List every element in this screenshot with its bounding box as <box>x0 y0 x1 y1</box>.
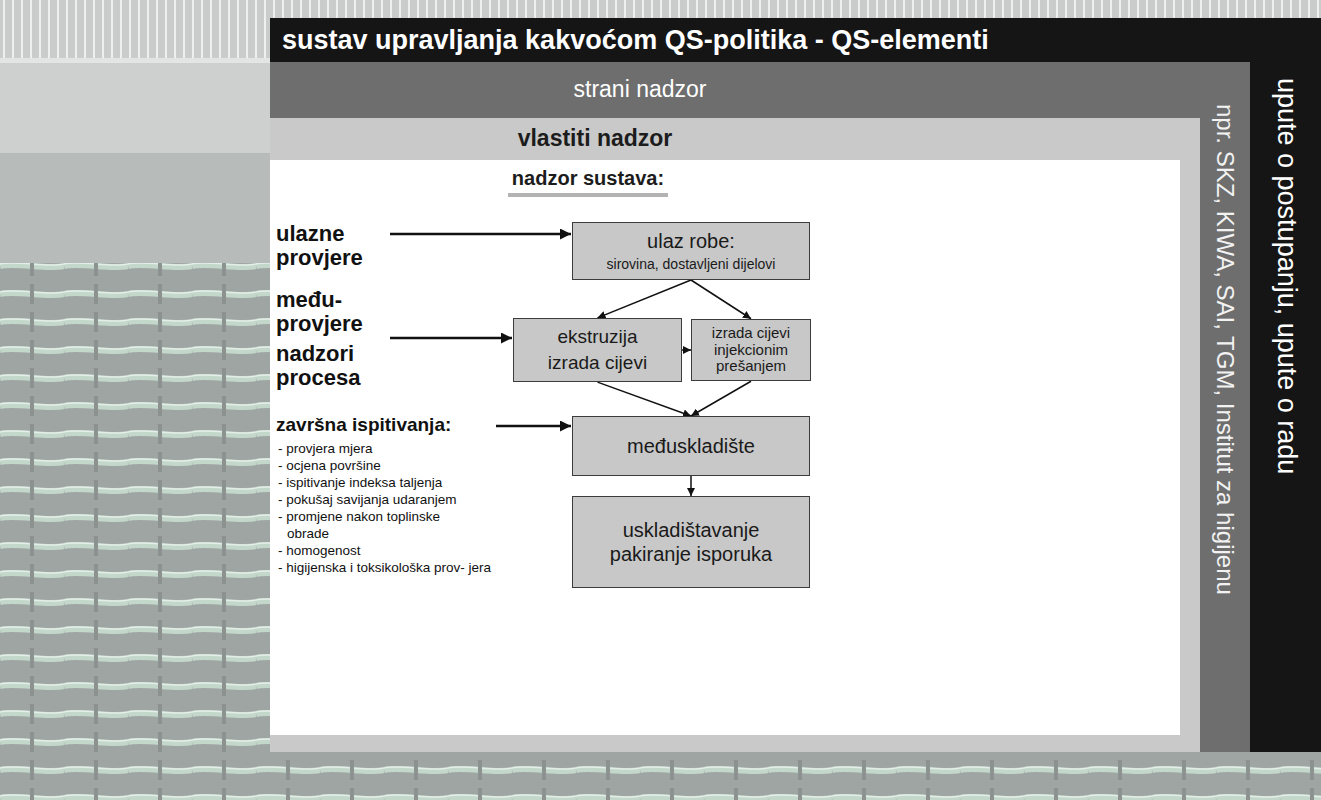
side-note: npr. SKZ, KIWA, SAI, TGM, Institut za hi… <box>1211 104 1240 595</box>
system-control-panel: nadzor sustava: ulaz robe: sirovina, dosta… <box>270 160 1180 735</box>
panel-heading: nadzor sustava: <box>508 166 668 197</box>
band-heading: strani nadzor <box>574 76 707 104</box>
leader-arrow <box>496 425 571 428</box>
process-box: uskladištavanje pakiranje isporuka <box>572 496 810 588</box>
flow-connector <box>690 476 692 496</box>
process-box: izrada cijevi injekcionim prešanjem <box>691 319 811 382</box>
flow-connector <box>691 381 751 416</box>
diagram-title: sustav upravljanja kakvoćom QS-politika … <box>282 18 989 62</box>
check-item: - promjene nakon toplinske obrade <box>278 508 478 542</box>
flow-connector <box>598 280 692 318</box>
process-box: međuskladište <box>572 416 810 476</box>
check-item: - ispitivanje indeksa taljenja <box>278 474 510 491</box>
check-list: - provjera mjera- ocjena površine- ispit… <box>278 440 510 576</box>
process-box: ekstruzija izrada cijevi <box>513 318 682 382</box>
internal-control-band: vlastiti nadzor nadzor sustava: ulaz robe… <box>270 118 1200 752</box>
flow-connector <box>682 349 691 351</box>
heating-pipes <box>0 752 1321 800</box>
check-label: ulazne provjere <box>276 222 398 270</box>
check-item: - higijenska i toksikološka prov- jera <box>278 559 510 576</box>
process-box: ulaz robe: sirovina, dostavljeni dijelovi <box>572 222 810 280</box>
check-item: - pokušaj savijanja udaranjem <box>278 491 510 508</box>
box-text: ulaz robe: <box>647 229 735 253</box>
bridge-deck <box>0 153 270 263</box>
side-note: upute o postupanju, upute o radu <box>1271 78 1303 474</box>
check-label: među- provjere <box>276 288 398 336</box>
band-heading: vlastiti nadzor <box>518 125 673 153</box>
box-text: izrada cijevi injekcionim prešanjem <box>698 325 804 375</box>
box-text: sirovina, dostavljeni dijelovi <box>607 256 776 273</box>
box-text: uskladištavanje pakiranje isporuka <box>607 518 775 566</box>
check-item: - provjera mjera <box>278 440 510 457</box>
flow-connector <box>691 280 751 319</box>
leader-arrow <box>390 337 512 340</box>
external-control-band: strani nadzor npr. SKZ, KIWA, SAI, TGM, I… <box>270 62 1250 752</box>
heating-pipes <box>0 263 270 800</box>
box-text: međuskladište <box>627 434 755 458</box>
flow-connector <box>598 382 692 416</box>
check-label: nadzori procesa <box>276 342 398 390</box>
check-label: završna ispitivanja: <box>276 414 451 436</box>
outer-frame: upute o postupanju, upute o radu strani n… <box>270 18 1321 752</box>
leader-arrow <box>390 233 571 236</box>
box-text: ekstruzija izrada cijevi <box>530 324 665 375</box>
check-item: - ocjena površine <box>278 457 510 474</box>
check-item: - homogenost <box>278 542 510 559</box>
